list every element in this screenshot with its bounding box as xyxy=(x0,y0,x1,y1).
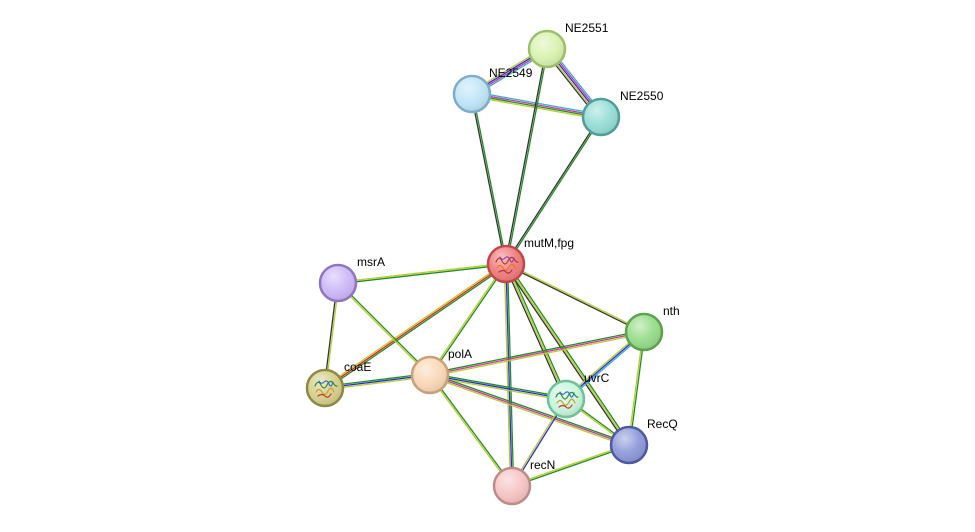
edge-strand-gene-neighborhood xyxy=(325,264,508,390)
edge-strand-textmining xyxy=(505,263,630,446)
node-msra[interactable] xyxy=(318,263,358,303)
edge-mutm-fpg-pola[interactable] xyxy=(428,263,508,376)
node-label-recn: recN xyxy=(530,458,555,472)
edge-strand-textmining xyxy=(323,262,506,388)
edge-strand-experimental xyxy=(429,331,645,376)
node-recn[interactable] xyxy=(492,466,532,506)
nodes-layer xyxy=(305,29,664,506)
edge-strand-cooccurrence xyxy=(429,374,567,400)
node-shine xyxy=(413,358,447,392)
edge-strand-gene-neighborhood xyxy=(506,49,549,265)
edge-strand-textmining xyxy=(511,443,629,486)
protein-structure-icon xyxy=(314,380,338,398)
node-label-nth: nth xyxy=(663,304,680,318)
edge-pola-nth[interactable] xyxy=(429,329,645,378)
edge-recq-recn[interactable] xyxy=(511,443,630,488)
node-pola[interactable] xyxy=(410,355,450,395)
edge-strand-coexpression xyxy=(504,48,547,264)
edge-strand-gene-neighborhood xyxy=(512,445,630,488)
edge-strand-textmining xyxy=(336,283,430,377)
edge-strand-coexpression xyxy=(504,116,601,264)
edge-strand-gene-neighborhood xyxy=(430,264,508,376)
edge-ne2550-mutm-fpg[interactable] xyxy=(504,116,603,265)
node-uvrc[interactable] xyxy=(546,379,586,419)
edge-mutm-fpg-msra[interactable] xyxy=(337,262,507,285)
node-nth[interactable] xyxy=(624,312,664,352)
edge-strand-coexpression xyxy=(470,94,506,265)
edge-strand-textmining xyxy=(506,262,645,332)
node-shine xyxy=(321,266,355,300)
edge-strand-gene-neighborhood xyxy=(430,372,567,399)
node-label-ne2549: NE2549 xyxy=(489,66,533,80)
node-shine xyxy=(612,428,646,462)
node-mutm-fpg[interactable] xyxy=(486,244,526,284)
node-shine xyxy=(455,77,489,111)
node-coae[interactable] xyxy=(305,368,345,408)
node-label-msra: msrA xyxy=(357,255,385,269)
edge-strand-gene-neighborhood xyxy=(472,93,508,264)
edge-mutm-fpg-recq[interactable] xyxy=(504,262,631,447)
edge-strand-coexpression xyxy=(503,264,566,400)
edge-mutm-fpg-recn[interactable] xyxy=(503,263,515,487)
node-ne2551[interactable] xyxy=(527,29,567,69)
edge-strand-experimental xyxy=(429,374,630,446)
protein-structure-icon xyxy=(495,256,519,274)
edge-strand-gene-neighborhood xyxy=(338,264,507,285)
node-ne2549[interactable] xyxy=(452,74,492,114)
edge-ne2549-mutm-fpg[interactable] xyxy=(470,93,508,265)
edge-strand-textmining xyxy=(428,375,512,487)
edge-mutm-fpg-coae[interactable] xyxy=(323,262,508,390)
edge-strand-textmining xyxy=(429,375,629,448)
edge-strand-coexpression xyxy=(504,264,629,447)
edge-strand-gene-neighborhood xyxy=(506,263,515,486)
edge-strand-textmining xyxy=(430,332,645,378)
edge-strand-textmining xyxy=(337,262,506,283)
node-recq[interactable] xyxy=(609,425,649,465)
edge-mutm-fpg-nth[interactable] xyxy=(505,262,645,334)
node-label-pola: polA xyxy=(448,347,472,361)
node-label-ne2550: NE2550 xyxy=(620,89,664,103)
edge-strand-cooccurrence xyxy=(505,263,513,487)
edge-strand-gene-neighborhood xyxy=(430,372,630,445)
edge-strand-gene-neighborhood xyxy=(429,329,644,375)
edge-strand-gene-neighborhood xyxy=(430,374,514,486)
node-label-coae: coaE xyxy=(344,360,371,374)
edge-strand-gene-fusion xyxy=(324,263,507,389)
node-shine xyxy=(627,315,661,349)
edge-mutm-fpg-uvrc[interactable] xyxy=(503,263,569,400)
node-label-ne2551: NE2551 xyxy=(565,21,609,35)
edge-strand-gene-neighborhood xyxy=(506,263,569,399)
edge-pola-uvrc[interactable] xyxy=(429,372,567,402)
edge-pola-recn[interactable] xyxy=(428,374,514,487)
node-shine xyxy=(495,469,529,503)
node-ne2550[interactable] xyxy=(581,97,621,137)
node-shine xyxy=(530,32,564,66)
edge-strand-textmining xyxy=(505,263,567,400)
edge-strand-gene-neighborhood xyxy=(506,262,631,445)
edge-strand-gene-neighborhood xyxy=(506,117,603,265)
edge-strand-gene-neighborhood xyxy=(338,281,432,375)
node-label-recq: RecQ xyxy=(647,417,678,431)
edge-strand-coexpression xyxy=(505,264,644,334)
edge-msra-pola[interactable] xyxy=(336,281,432,377)
edge-strand-textmining xyxy=(503,264,512,487)
edge-strand-textmining xyxy=(428,263,506,375)
node-label-mutm-fpg: mutM,fpg xyxy=(524,236,574,250)
node-shine xyxy=(584,100,618,134)
node-label-uvrc: uvrC xyxy=(584,371,610,385)
edge-pola-recq[interactable] xyxy=(429,372,630,448)
edge-ne2551-mutm-fpg[interactable] xyxy=(504,48,549,265)
protein-structure-icon xyxy=(555,391,579,409)
